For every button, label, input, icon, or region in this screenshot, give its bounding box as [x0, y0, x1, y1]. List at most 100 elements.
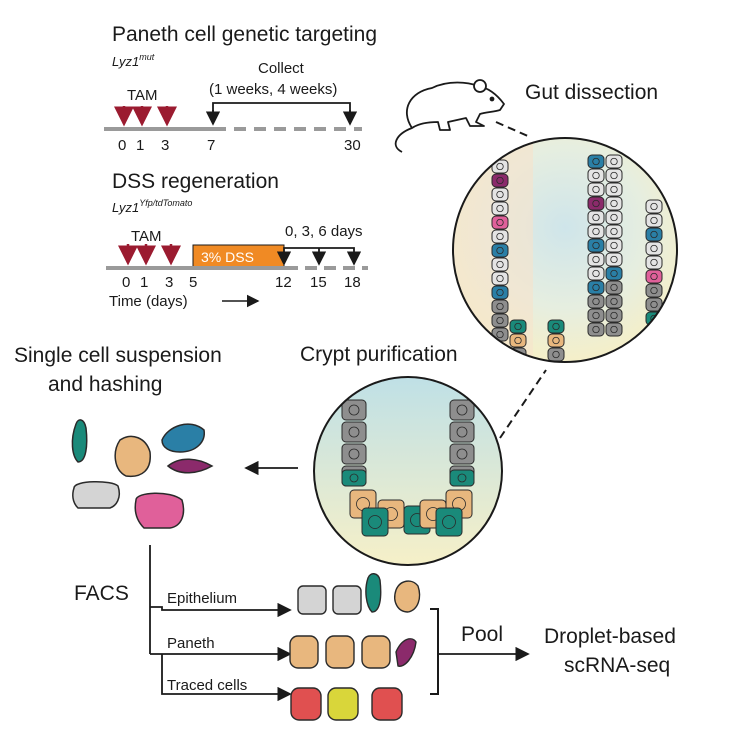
facs-branch-epithelium	[150, 602, 292, 618]
tissue-nucleus	[496, 316, 504, 325]
tissue-cell	[449, 421, 475, 443]
gut-tissue-circle	[452, 137, 678, 363]
facs-label: FACS	[74, 582, 129, 605]
tissue-nucleus	[592, 171, 600, 180]
tissue-cell	[587, 238, 605, 253]
tissue-cell	[449, 399, 475, 421]
tissue-cell	[587, 322, 605, 337]
tissue-cell	[605, 196, 623, 211]
tissue-nucleus	[457, 473, 467, 483]
tissue-cell	[341, 469, 367, 487]
gut-dissection-label: Gut dissection	[525, 81, 658, 104]
tissue-cell	[645, 283, 663, 298]
svg-text:18: 18	[344, 274, 361, 291]
tissue-cell	[491, 285, 509, 300]
tissue-nucleus	[650, 216, 658, 225]
tissue-nucleus	[514, 336, 522, 345]
tissue-cell	[491, 215, 509, 230]
pool-bracket	[430, 608, 439, 695]
tissue-cell	[605, 294, 623, 309]
tissue-cell	[605, 168, 623, 183]
tissue-nucleus	[592, 241, 600, 250]
tissue-nucleus	[496, 330, 504, 339]
epithelium-cells	[297, 573, 421, 615]
tissue-nucleus	[368, 515, 382, 529]
tissue-nucleus	[496, 162, 504, 171]
tissue-nucleus	[514, 322, 522, 331]
tissue-cell	[645, 199, 663, 214]
tissue-nucleus	[592, 255, 600, 264]
tissue-nucleus	[496, 218, 504, 227]
dss-collect-times: 0, 3, 6 days	[285, 223, 363, 240]
tissue-nucleus	[610, 185, 618, 194]
tissue-cell	[341, 443, 367, 465]
tissue-cell	[605, 154, 623, 169]
paneth-collect-times: (1 weeks, 4 weeks)	[209, 81, 337, 98]
tissue-nucleus	[496, 204, 504, 213]
tissue-cell	[605, 210, 623, 225]
svg-text:30: 30	[344, 137, 361, 154]
tissue-cell	[491, 201, 509, 216]
tissue-nucleus	[496, 288, 504, 297]
svg-text:15: 15	[310, 274, 327, 291]
tissue-nucleus	[592, 227, 600, 236]
svg-text:0: 0	[118, 137, 126, 154]
tissue-cell	[645, 227, 663, 242]
dss-tam-arrows	[118, 244, 181, 266]
tissue-nucleus	[496, 274, 504, 283]
time-axis-label: Time (days)	[109, 293, 188, 310]
tissue-nucleus	[610, 311, 618, 320]
tissue-nucleus	[650, 300, 658, 309]
tissue-cell	[645, 241, 663, 256]
paneth-collect-label: Collect	[258, 60, 305, 77]
tissue-nucleus	[650, 244, 658, 253]
svg-text:1: 1	[136, 137, 144, 154]
crypt-circle	[313, 376, 503, 566]
tissue-nucleus	[552, 322, 560, 331]
crypt-purification-label: Crypt purification	[300, 343, 458, 366]
tissue-nucleus	[610, 269, 618, 278]
tissue-cell	[587, 210, 605, 225]
tissue-cell	[605, 238, 623, 253]
gut-zoom-line	[495, 121, 531, 138]
tissue-nucleus	[348, 448, 360, 460]
tissue-nucleus	[348, 426, 360, 438]
tissue-cell	[645, 325, 663, 340]
tissue-nucleus	[592, 213, 600, 222]
tissue-cell	[645, 269, 663, 284]
paneth-ticks: 0 1 3 7 30	[118, 137, 361, 154]
tissue-nucleus	[592, 199, 600, 208]
tissue-nucleus	[610, 241, 618, 250]
suspension-cells	[71, 419, 214, 529]
dss-treatment-label: 3% DSS	[201, 249, 254, 265]
tissue-nucleus	[496, 302, 504, 311]
tissue-nucleus	[442, 515, 456, 529]
traced-cells-row	[290, 687, 403, 721]
dss-tam-label: TAM	[131, 228, 162, 245]
tissue-cell	[587, 154, 605, 169]
tissue-nucleus	[610, 227, 618, 236]
dss-genotype: Lyz1Yfp/tdTomato	[112, 198, 192, 215]
tissue-cell	[361, 507, 389, 537]
facs-branch-label-paneth: Paneth	[167, 635, 215, 652]
tissue-cell	[491, 159, 509, 174]
tissue-cell	[491, 327, 509, 342]
tissue-cell	[491, 299, 509, 314]
facs-branch-label-traced: Traced cells	[167, 677, 247, 694]
tissue-cell	[449, 443, 475, 465]
facs-branch-label-epithelium: Epithelium	[167, 590, 237, 607]
paneth-genotype: Lyz1mut	[112, 52, 155, 69]
tissue-cell	[605, 322, 623, 337]
tissue-nucleus	[610, 213, 618, 222]
tissue-cell	[645, 213, 663, 228]
tissue-cell	[491, 257, 509, 272]
tissue-cell	[587, 308, 605, 323]
svg-text:0: 0	[122, 274, 130, 291]
tissue-nucleus	[592, 185, 600, 194]
svg-text:12: 12	[275, 274, 292, 291]
tissue-cell	[587, 252, 605, 267]
tissue-cell	[605, 280, 623, 295]
crypt-zoom-line	[499, 369, 547, 439]
tissue-nucleus	[650, 258, 658, 267]
